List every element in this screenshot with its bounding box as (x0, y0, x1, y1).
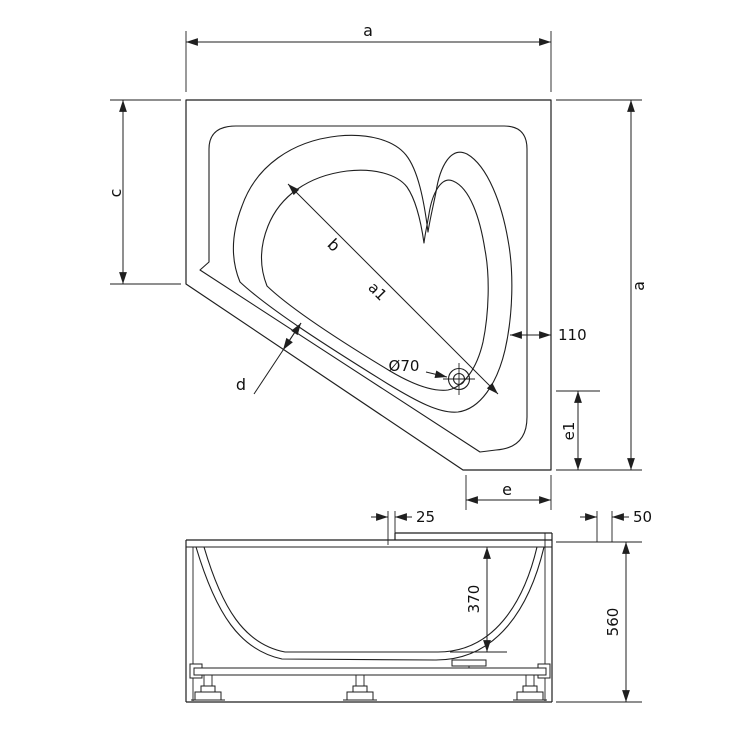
leg-left-foot (194, 691, 222, 701)
bowl-section (195, 546, 545, 671)
leg-right-foot (516, 691, 544, 701)
leg-middle (343, 675, 377, 701)
dimension-a-right: a (627, 100, 648, 470)
dim-label-e: e (502, 480, 512, 499)
dim-label-50: 50 (633, 508, 652, 526)
leg-right-nut (522, 685, 538, 693)
bowl-outer-contour (232, 134, 513, 413)
dimension-560: 560 (604, 542, 630, 702)
dim-label-e1: e1 (560, 422, 578, 441)
dim-label-a-right: a (629, 281, 648, 291)
bowl-section-inner (203, 546, 538, 653)
dimension-d: d (236, 322, 302, 395)
dim-label-d: d (236, 375, 246, 394)
dimension-e: e (466, 480, 551, 504)
leg-middle-foot (346, 691, 374, 701)
dimension-drain: Ø70 (389, 357, 448, 379)
dimension-e1: e1 (560, 391, 582, 470)
dimension-370: 370 (465, 547, 491, 652)
dim-label-110: 110 (558, 326, 587, 344)
leg-middle-nut (352, 685, 368, 693)
plan-view: a c a 110 e1 e b a1 (106, 21, 648, 510)
dim-label-c: c (106, 189, 125, 198)
tub-outline (185, 99, 552, 471)
leg-left-nut (200, 685, 216, 693)
side-view: 25 50 370 560 (185, 508, 652, 703)
rim-contour (199, 125, 528, 453)
bowl-section-shell (195, 546, 545, 661)
apron-outline (185, 532, 553, 703)
dim-label-a-top: a (363, 21, 373, 40)
frame-rail (193, 667, 547, 676)
dim-label-25: 25 (416, 508, 435, 526)
dim-label-drain: Ø70 (389, 357, 420, 375)
dimension-25: 25 (371, 508, 435, 526)
drain-sump (451, 659, 487, 667)
dimension-110: 110 (510, 326, 587, 344)
dim-label-370: 370 (465, 585, 483, 614)
dim-label-560: 560 (604, 608, 622, 637)
leg-left (191, 675, 225, 701)
plan-extension-lines (110, 31, 642, 510)
dimension-c: c (106, 100, 127, 284)
leg-right (513, 675, 547, 701)
dimension-50: 50 (580, 508, 652, 526)
dim-label-b: b (324, 235, 345, 256)
support-frame (189, 663, 551, 701)
dimension-a-top: a (186, 21, 551, 46)
